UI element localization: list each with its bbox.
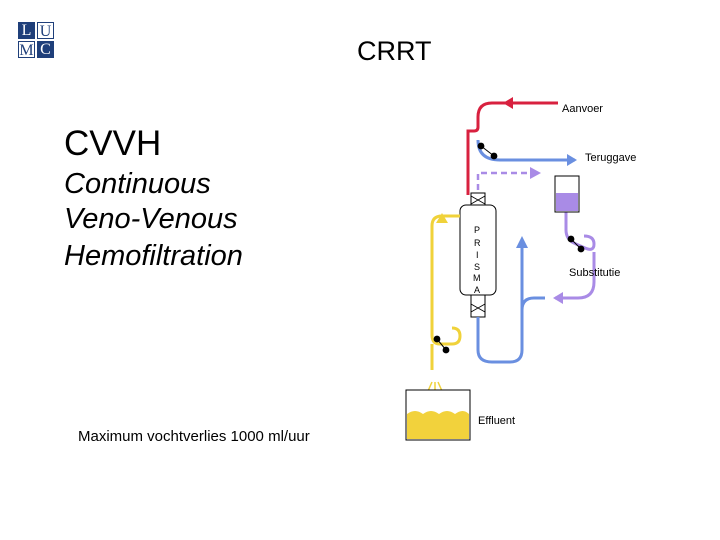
filtrate-line <box>430 214 460 346</box>
subtitle-line: Continuous <box>64 168 211 200</box>
filtrate-line-2 <box>451 326 462 346</box>
substitution-bag-icon <box>554 175 580 213</box>
venous-line <box>476 296 545 364</box>
supply-label: Aanvoer <box>562 103 603 115</box>
logo-letter: U <box>37 22 54 40</box>
logo-letter: C <box>37 41 54 58</box>
return-arrow-icon <box>567 154 577 166</box>
substitution-label: Substitutie <box>569 267 620 279</box>
arterial-line <box>466 101 558 195</box>
return-label: Teruggave <box>585 152 636 164</box>
substitution-pump-icon <box>567 235 585 253</box>
venous-up-arrow-icon <box>516 236 528 248</box>
prisma-filter <box>459 192 497 318</box>
dashed-line <box>476 171 540 190</box>
filtrate-arrow-icon <box>436 213 448 223</box>
effluent-container-icon <box>405 389 471 441</box>
section-heading: CVVH <box>64 124 162 163</box>
subtitle-line: Hemofiltration <box>64 240 243 272</box>
substitution-line-down <box>555 252 596 300</box>
filter-letter: M <box>473 273 481 283</box>
logo-letter: M <box>18 41 35 59</box>
filter-letter: A <box>474 285 480 295</box>
filter-letter: S <box>474 262 480 272</box>
filter-letter: R <box>474 238 481 248</box>
venous-loop <box>522 200 540 240</box>
dashed-arrow-icon <box>530 167 541 179</box>
substitution-arrow-icon <box>553 292 563 304</box>
filter-letter: I <box>476 250 479 260</box>
logo-letter: L <box>18 22 35 39</box>
supply-arrow-icon <box>503 97 513 109</box>
page-title: CRRT <box>357 36 432 66</box>
effluent-pump-icon <box>433 335 450 354</box>
substitution-line <box>564 212 596 251</box>
max-fluid-loss-note: Maximum vochtverlies 1000 ml/uur <box>78 428 310 445</box>
subtitle-line: Veno-Venous <box>64 203 238 235</box>
effluent-label: Effluent <box>478 415 515 427</box>
filter-letter: P <box>474 225 480 235</box>
blood-pump-icon <box>476 139 520 162</box>
lumc-logo: L U M C <box>18 22 56 60</box>
